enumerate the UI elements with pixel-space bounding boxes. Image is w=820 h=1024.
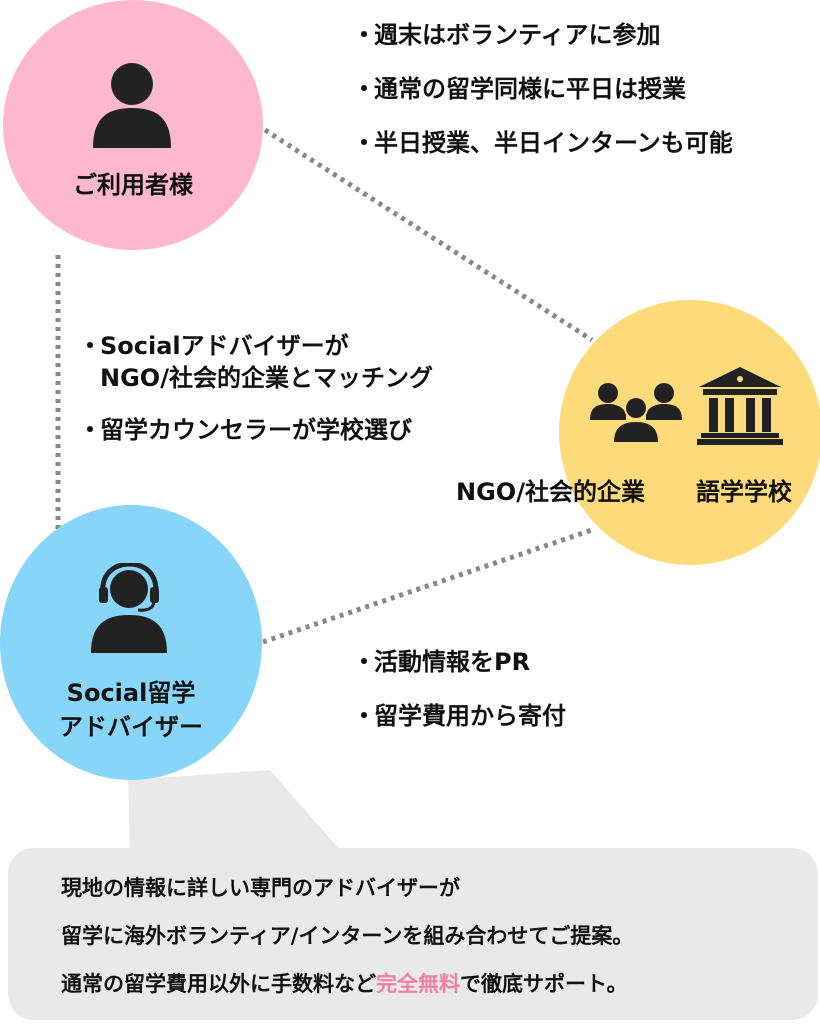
callout-box: 現地の情報に詳しい専門のアドバイザーが 留学に海外ボランティア/インターンを組み…	[8, 848, 818, 1020]
advisor-label-line2: アドバイザー	[59, 713, 203, 741]
org-label-ngo: NGO/社会的企業	[456, 478, 645, 506]
user-org-bullets: ・週末はボランティアに参加 ・通常の留学同様に平日は授業 ・半日授業、半日インタ…	[352, 15, 733, 177]
advisor-org-bullets: ・活動情報をPR ・留学費用から寄付	[352, 642, 566, 750]
highlight-free: 完全無料	[376, 972, 460, 996]
person-icon	[93, 63, 171, 148]
list-item: ・留学費用から寄付	[352, 702, 566, 730]
org-circle	[559, 300, 820, 565]
org-label-school: 語学学校	[696, 478, 792, 506]
advisor-user-bullets: ・Socialアドバイザーが NGO/社会的企業とマッチング ・留学カウンセラー…	[78, 330, 433, 446]
advisor-label-line1: Social留学	[66, 679, 196, 707]
list-item: NGO/社会的企業とマッチング	[100, 364, 433, 392]
callout-tail	[128, 770, 340, 850]
callout-line-1: 現地の情報に詳しい専門のアドバイザーが	[61, 876, 460, 900]
callout-line-2: 留学に海外ボランティア/インターンを組み合わせてご提案。	[61, 924, 634, 948]
headset-person-icon	[91, 563, 167, 653]
connector-advisor-org	[262, 527, 593, 645]
list-item: ・半日授業、半日インターンも可能	[352, 129, 733, 157]
callout-line-3: 通常の留学費用以外に手数料など完全無料で徹底サポート。	[61, 972, 628, 996]
list-item: ・Socialアドバイザーが	[78, 332, 349, 360]
list-item: ・留学カウンセラーが学校選び	[78, 416, 412, 444]
advisor-label: Social留学 アドバイザー	[0, 676, 262, 744]
list-item: ・活動情報をPR	[352, 648, 531, 676]
list-item: ・週末はボランティアに参加	[352, 21, 661, 49]
list-item: ・通常の留学同様に平日は授業	[352, 75, 686, 103]
connector-user-org	[263, 127, 594, 343]
group-icon	[590, 383, 682, 442]
bank-building-icon	[697, 367, 783, 445]
user-label: ご利用者様	[73, 171, 193, 199]
